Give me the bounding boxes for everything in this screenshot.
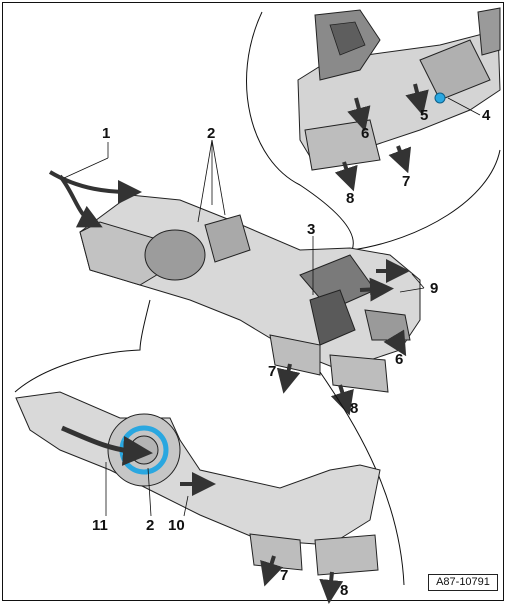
arrow-11 xyxy=(61,425,153,466)
callout-7-main: 7 xyxy=(268,363,276,380)
arrow-7-main xyxy=(276,363,301,394)
callout-2-bottom: 2 xyxy=(146,517,154,534)
arrow-7-top xyxy=(388,145,412,174)
figure-reference: A87-10791 xyxy=(428,574,498,591)
callout-7-bottom: 7 xyxy=(280,567,288,584)
arrow-9b xyxy=(359,277,394,302)
arrow-1b xyxy=(58,174,103,228)
callout-7-top: 7 xyxy=(402,173,410,190)
callout-2-main: 2 xyxy=(207,125,215,142)
arrow-5 xyxy=(405,83,429,116)
callout-6-top: 6 xyxy=(361,125,369,142)
arrow-8-main xyxy=(330,384,354,416)
arrow-8-top xyxy=(334,161,358,192)
arrow-7-bottom xyxy=(260,555,284,587)
callout-5: 5 xyxy=(420,107,428,124)
callout-3: 3 xyxy=(307,221,315,238)
callout-4: 4 xyxy=(482,107,491,124)
main-unit xyxy=(79,194,421,393)
callout-9: 9 xyxy=(430,280,438,297)
arrow-6-top xyxy=(347,97,371,132)
callout-6-main: 6 xyxy=(395,351,403,368)
callout-1: 1 xyxy=(102,125,110,142)
callout-8-top: 8 xyxy=(346,190,354,207)
callout-8-bottom: 8 xyxy=(340,582,348,599)
top-detail-housing xyxy=(297,7,501,171)
leader-lines xyxy=(63,97,481,517)
callout-8-main: 8 xyxy=(350,400,358,417)
arrow-6-main xyxy=(383,329,407,357)
arrow-8-bottom xyxy=(319,571,344,604)
callout-10: 10 xyxy=(168,517,185,534)
callout-11: 11 xyxy=(92,517,108,534)
detail-circle-top xyxy=(246,11,501,251)
